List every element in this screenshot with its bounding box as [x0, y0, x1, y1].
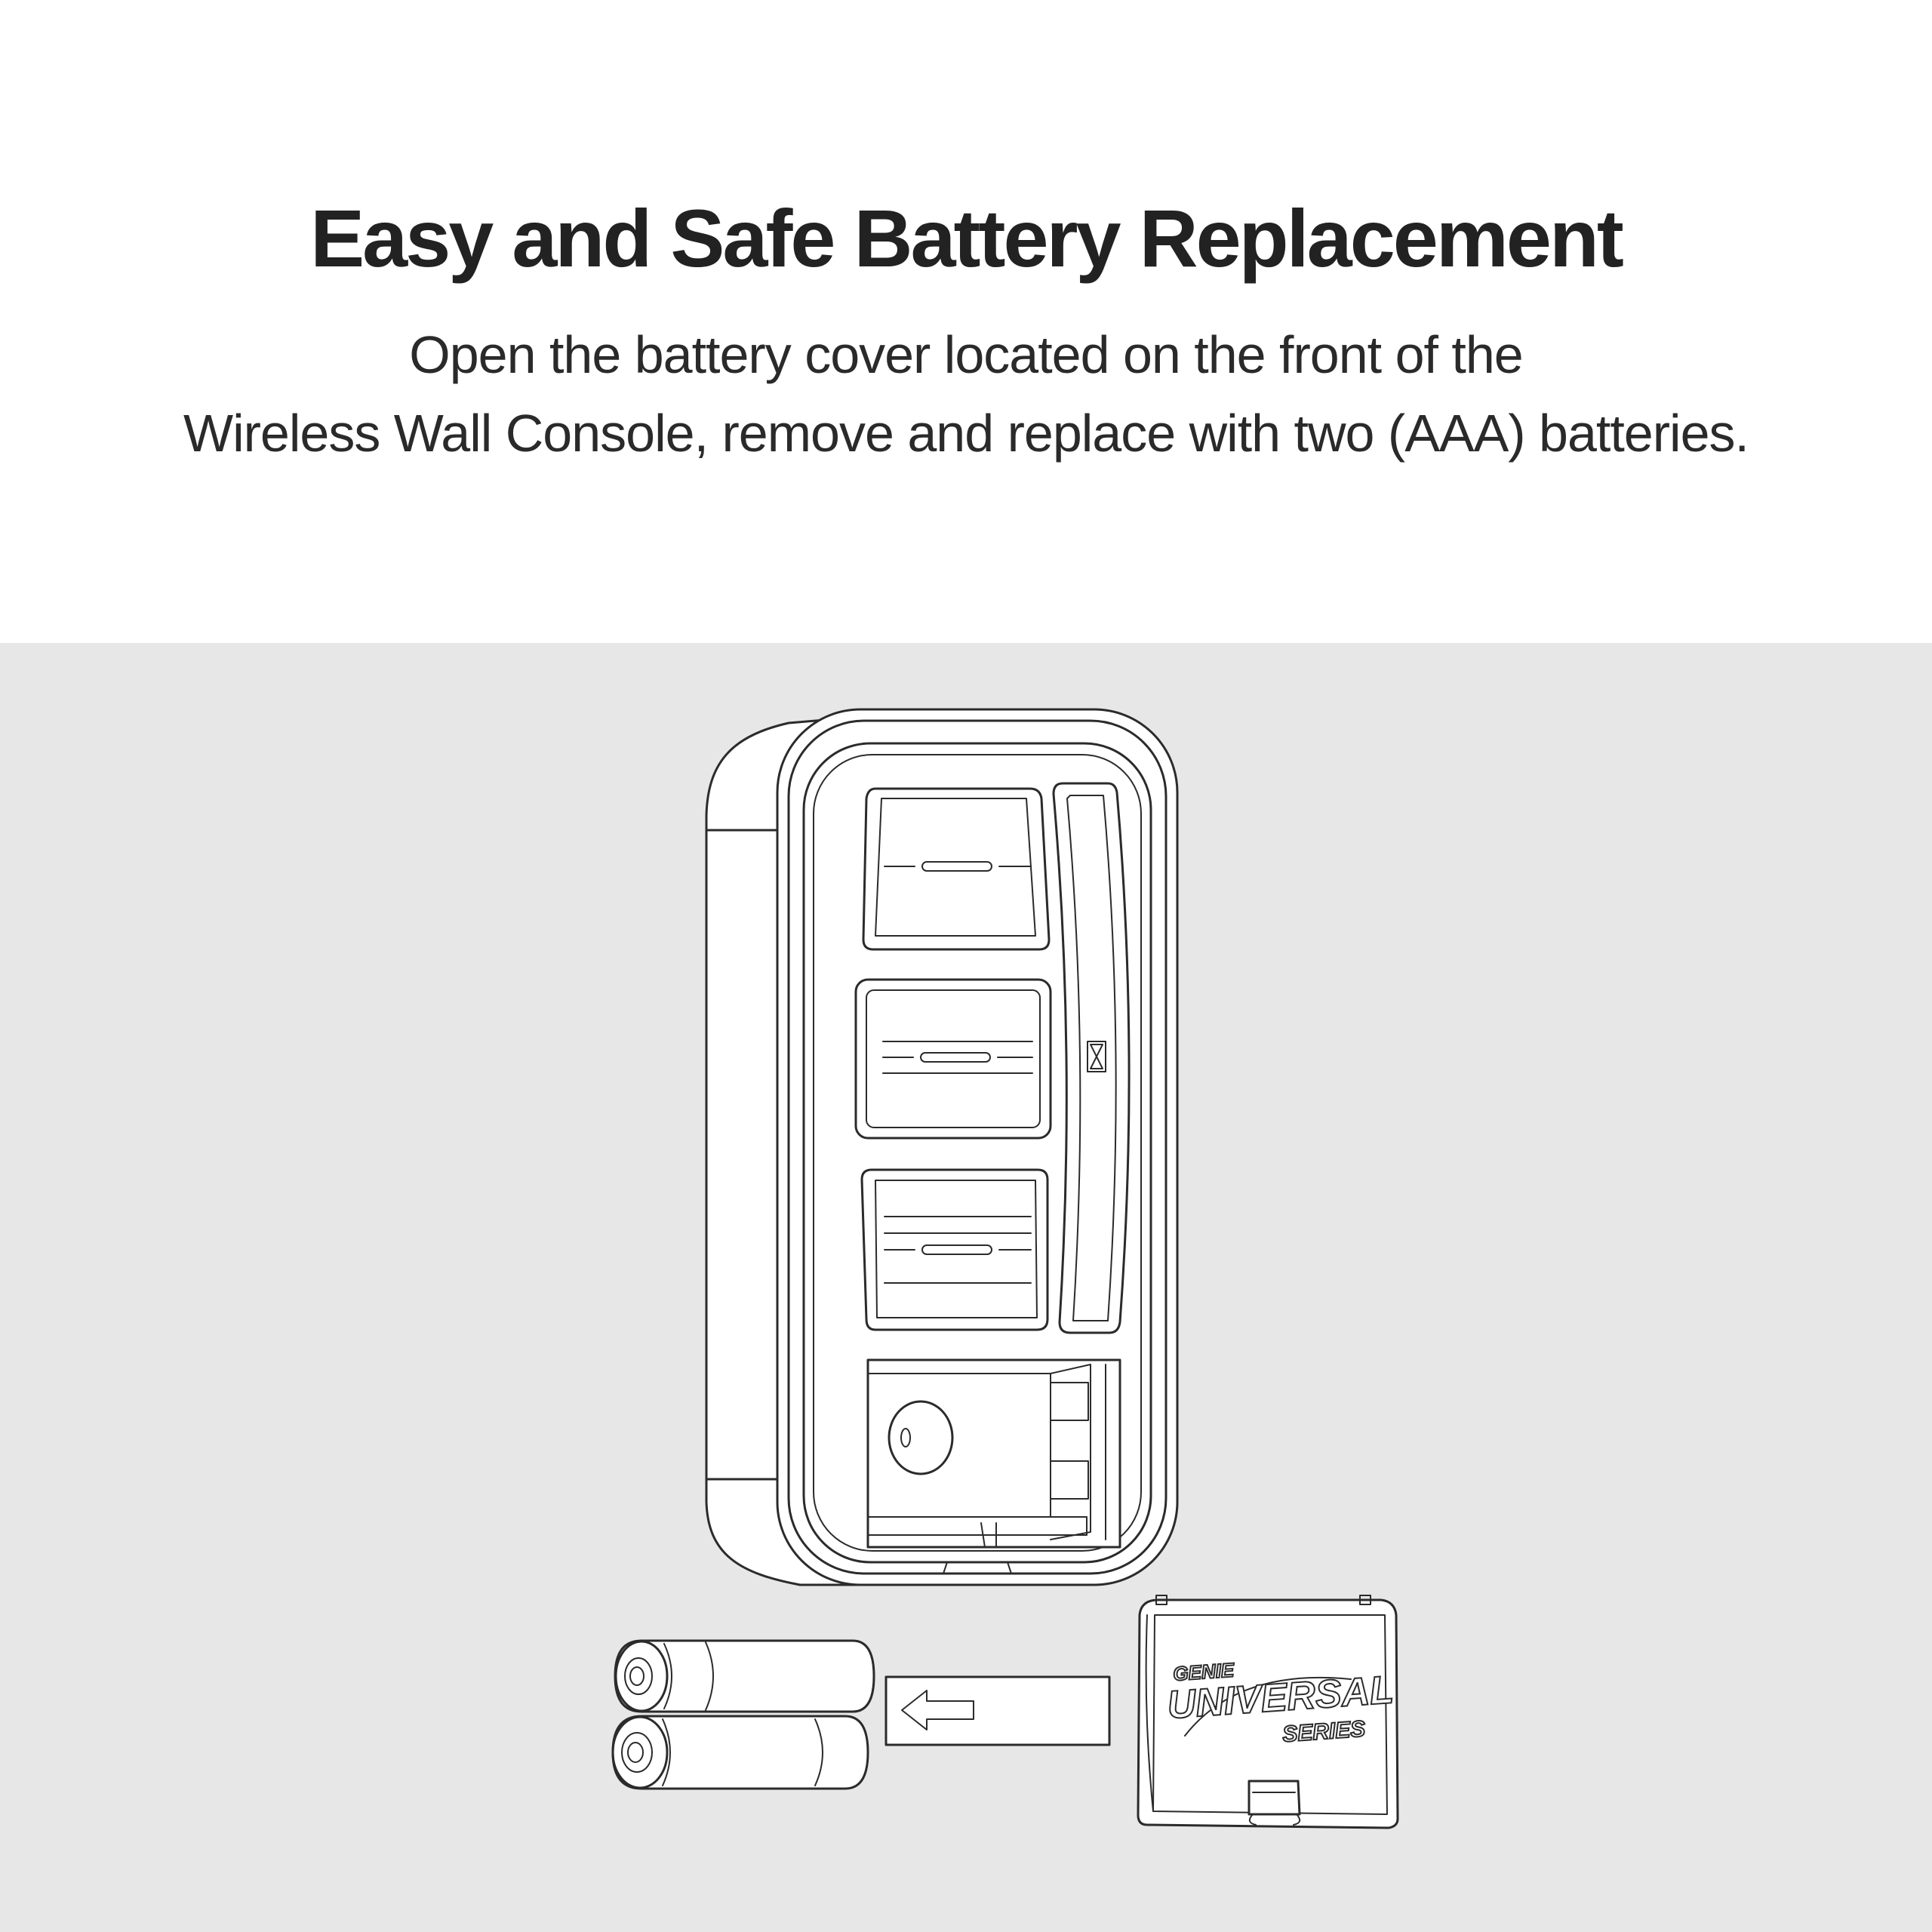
aaa-battery-icon — [611, 1715, 869, 1790]
bottom-button — [860, 1168, 1049, 1331]
light-bar — [1052, 782, 1131, 1334]
logo-swoosh — [1184, 1676, 1352, 1737]
illustration-panel: GENIE UNIVERSAL SERIES — [0, 643, 1932, 1932]
hourglass-icon — [1087, 1041, 1106, 1072]
wall-console-icon — [705, 708, 1179, 1586]
console-front-inner — [813, 754, 1142, 1552]
header-section: Easy and Safe Battery Replacement Open t… — [0, 0, 1932, 643]
top-button — [862, 787, 1051, 951]
logo-sub: SERIES — [1281, 1716, 1366, 1747]
arrow-left-icon — [884, 1675, 1111, 1746]
console-front-rim — [787, 719, 1168, 1575]
subtitle-line-2: Wireless Wall Console, remove and replac… — [183, 404, 1749, 463]
page-title: Easy and Safe Battery Replacement — [310, 192, 1624, 284]
middle-button — [854, 978, 1052, 1140]
aaa-battery-icon — [614, 1639, 875, 1713]
illustration-svg: GENIE UNIVERSAL SERIES — [611, 708, 1399, 1829]
subtitle-line-1: Open the battery cover located on the fr… — [409, 325, 1523, 384]
battery-cover-icon: GENIE UNIVERSAL SERIES — [1137, 1595, 1399, 1829]
battery-compartment — [866, 1358, 1121, 1549]
logo-brand: GENIE — [1172, 1658, 1235, 1685]
page-subtitle: Open the battery cover located on the fr… — [0, 315, 1932, 472]
console-bottom-notch — [943, 1561, 1012, 1574]
